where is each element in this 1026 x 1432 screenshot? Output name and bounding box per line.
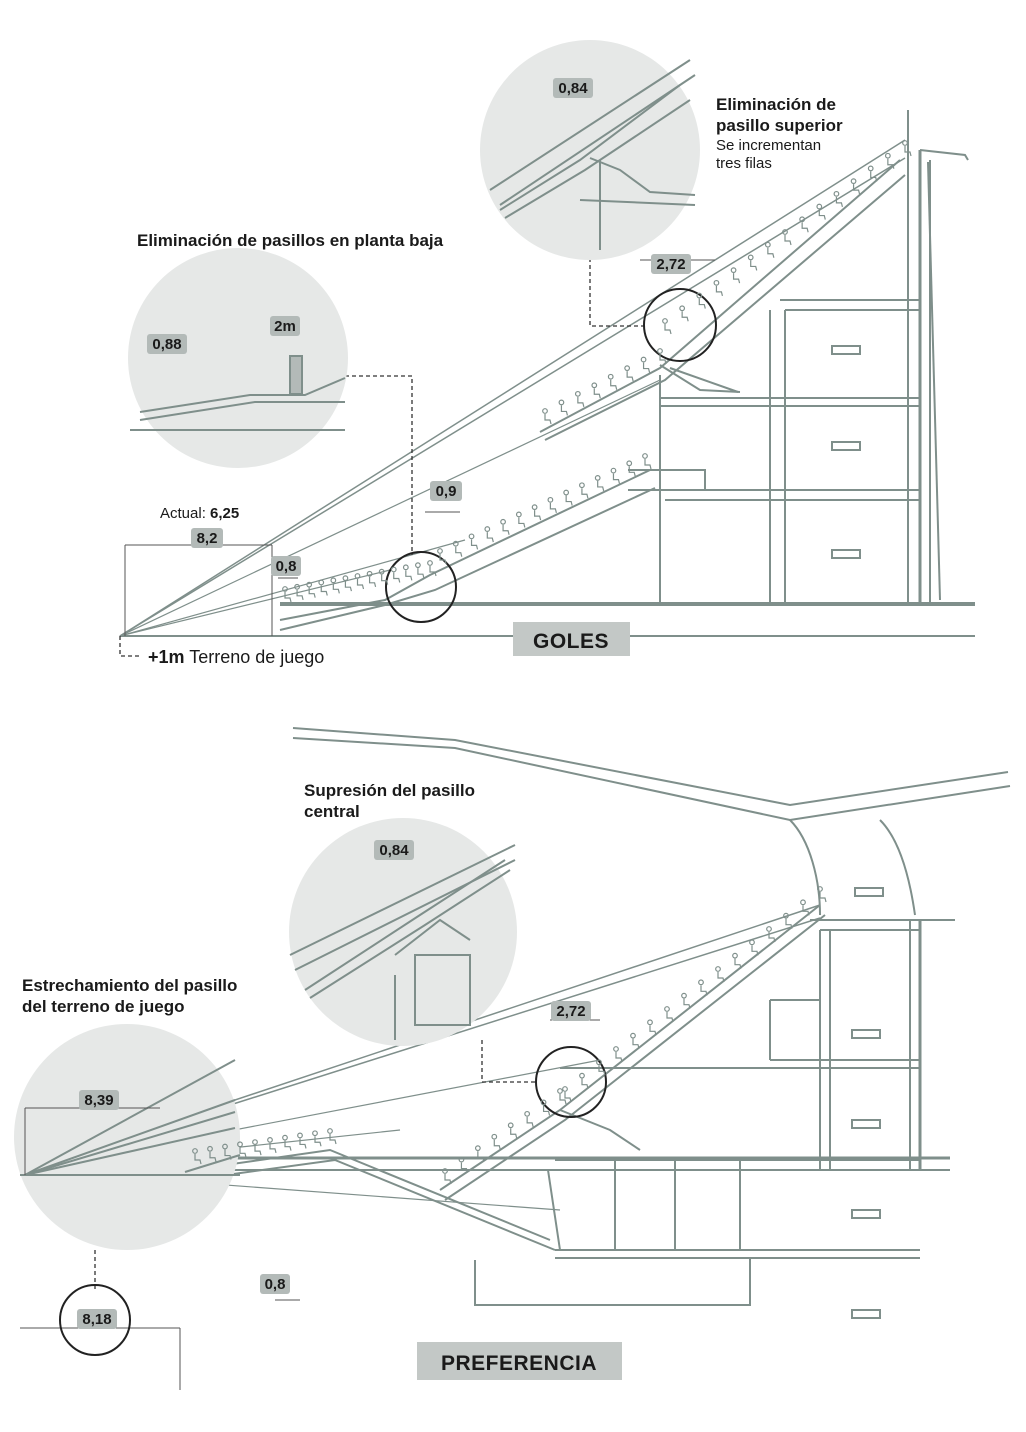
goles-section-label: GOLES bbox=[533, 630, 609, 653]
preferencia-badge-distance: 8,18 bbox=[82, 1311, 111, 1328]
preferencia-badge-mid-circle: 0,84 bbox=[379, 842, 409, 859]
preferencia-seats-upper bbox=[562, 886, 827, 1103]
preferencia-seats-low bbox=[192, 1128, 337, 1165]
goles-callout-top-text-2: tres filas bbox=[716, 155, 772, 172]
goles-callout-top-title-2: pasillo superior bbox=[716, 116, 843, 135]
preferencia-windows bbox=[851, 887, 884, 1319]
preferencia-roof bbox=[292, 727, 1011, 916]
preferencia-section-box bbox=[417, 1342, 622, 1380]
goles-badge-top-circle: 0,84 bbox=[558, 80, 588, 97]
goles-badge-left-circle-2: 2m bbox=[274, 318, 296, 335]
goles-badge-upper: 2,72 bbox=[656, 256, 685, 273]
goles-windows bbox=[831, 345, 861, 559]
preferencia-callout-mid-title-1: Supresión del pasillo bbox=[304, 781, 475, 800]
goles-callout-top-title-1: Eliminación de bbox=[716, 95, 836, 114]
preferencia-callout-left-title-1: Estrechamiento del pasillo bbox=[22, 976, 237, 995]
goles-seats-top bbox=[662, 140, 912, 335]
goles-ground-label: +1m Terreno de juego bbox=[148, 647, 324, 667]
preferencia-lens-circles bbox=[59, 1046, 607, 1356]
preferencia-callout-mid-title-2: central bbox=[304, 802, 360, 821]
preferencia-badges: 0,84 2,72 8,39 0,8 8,18 bbox=[77, 840, 591, 1329]
goles-seats-upper bbox=[542, 348, 667, 425]
goles-zoom-left bbox=[128, 248, 348, 468]
goles-badge-low: 0,8 bbox=[276, 558, 297, 575]
goles-lens-circles bbox=[385, 288, 717, 623]
preferencia-section-label: PREFERENCIA bbox=[441, 1352, 597, 1375]
preferencia-leaders bbox=[94, 1040, 538, 1290]
goles-badges: 0,84 0,88 2m 2,72 0,9 0,8 8,2 bbox=[147, 78, 691, 576]
goles-badge-left-circle: 0,88 bbox=[152, 336, 181, 353]
goles-actual-label: Actual: 6,25 bbox=[160, 505, 239, 522]
goles-zoom-top bbox=[480, 40, 700, 260]
preferencia-badge-upper: 2,72 bbox=[556, 1003, 585, 1020]
preferencia-zoom-mid bbox=[289, 818, 517, 1046]
goles-seats-low bbox=[282, 560, 437, 603]
goles-badge-distance: 8,2 bbox=[197, 530, 218, 547]
goles-structure bbox=[119, 110, 975, 637]
goles-callout-top-text-1: Se incrementan bbox=[716, 137, 821, 154]
goles-badge-mid: 0,9 bbox=[436, 483, 457, 500]
goles-leaders bbox=[119, 258, 648, 657]
preferencia-badge-low: 0,8 bbox=[265, 1276, 286, 1293]
preferencia-seats-mid bbox=[442, 1088, 567, 1185]
preferencia-zoom-left bbox=[14, 1024, 241, 1250]
goles-section-box bbox=[513, 622, 630, 656]
preferencia-callout-left-title-2: del terreno de juego bbox=[22, 997, 184, 1016]
goles-callout-left-title: Eliminación de pasillos en planta baja bbox=[137, 231, 444, 250]
preferencia-badge-left-circle: 8,39 bbox=[84, 1092, 113, 1109]
goles-seats-mid bbox=[437, 453, 652, 565]
